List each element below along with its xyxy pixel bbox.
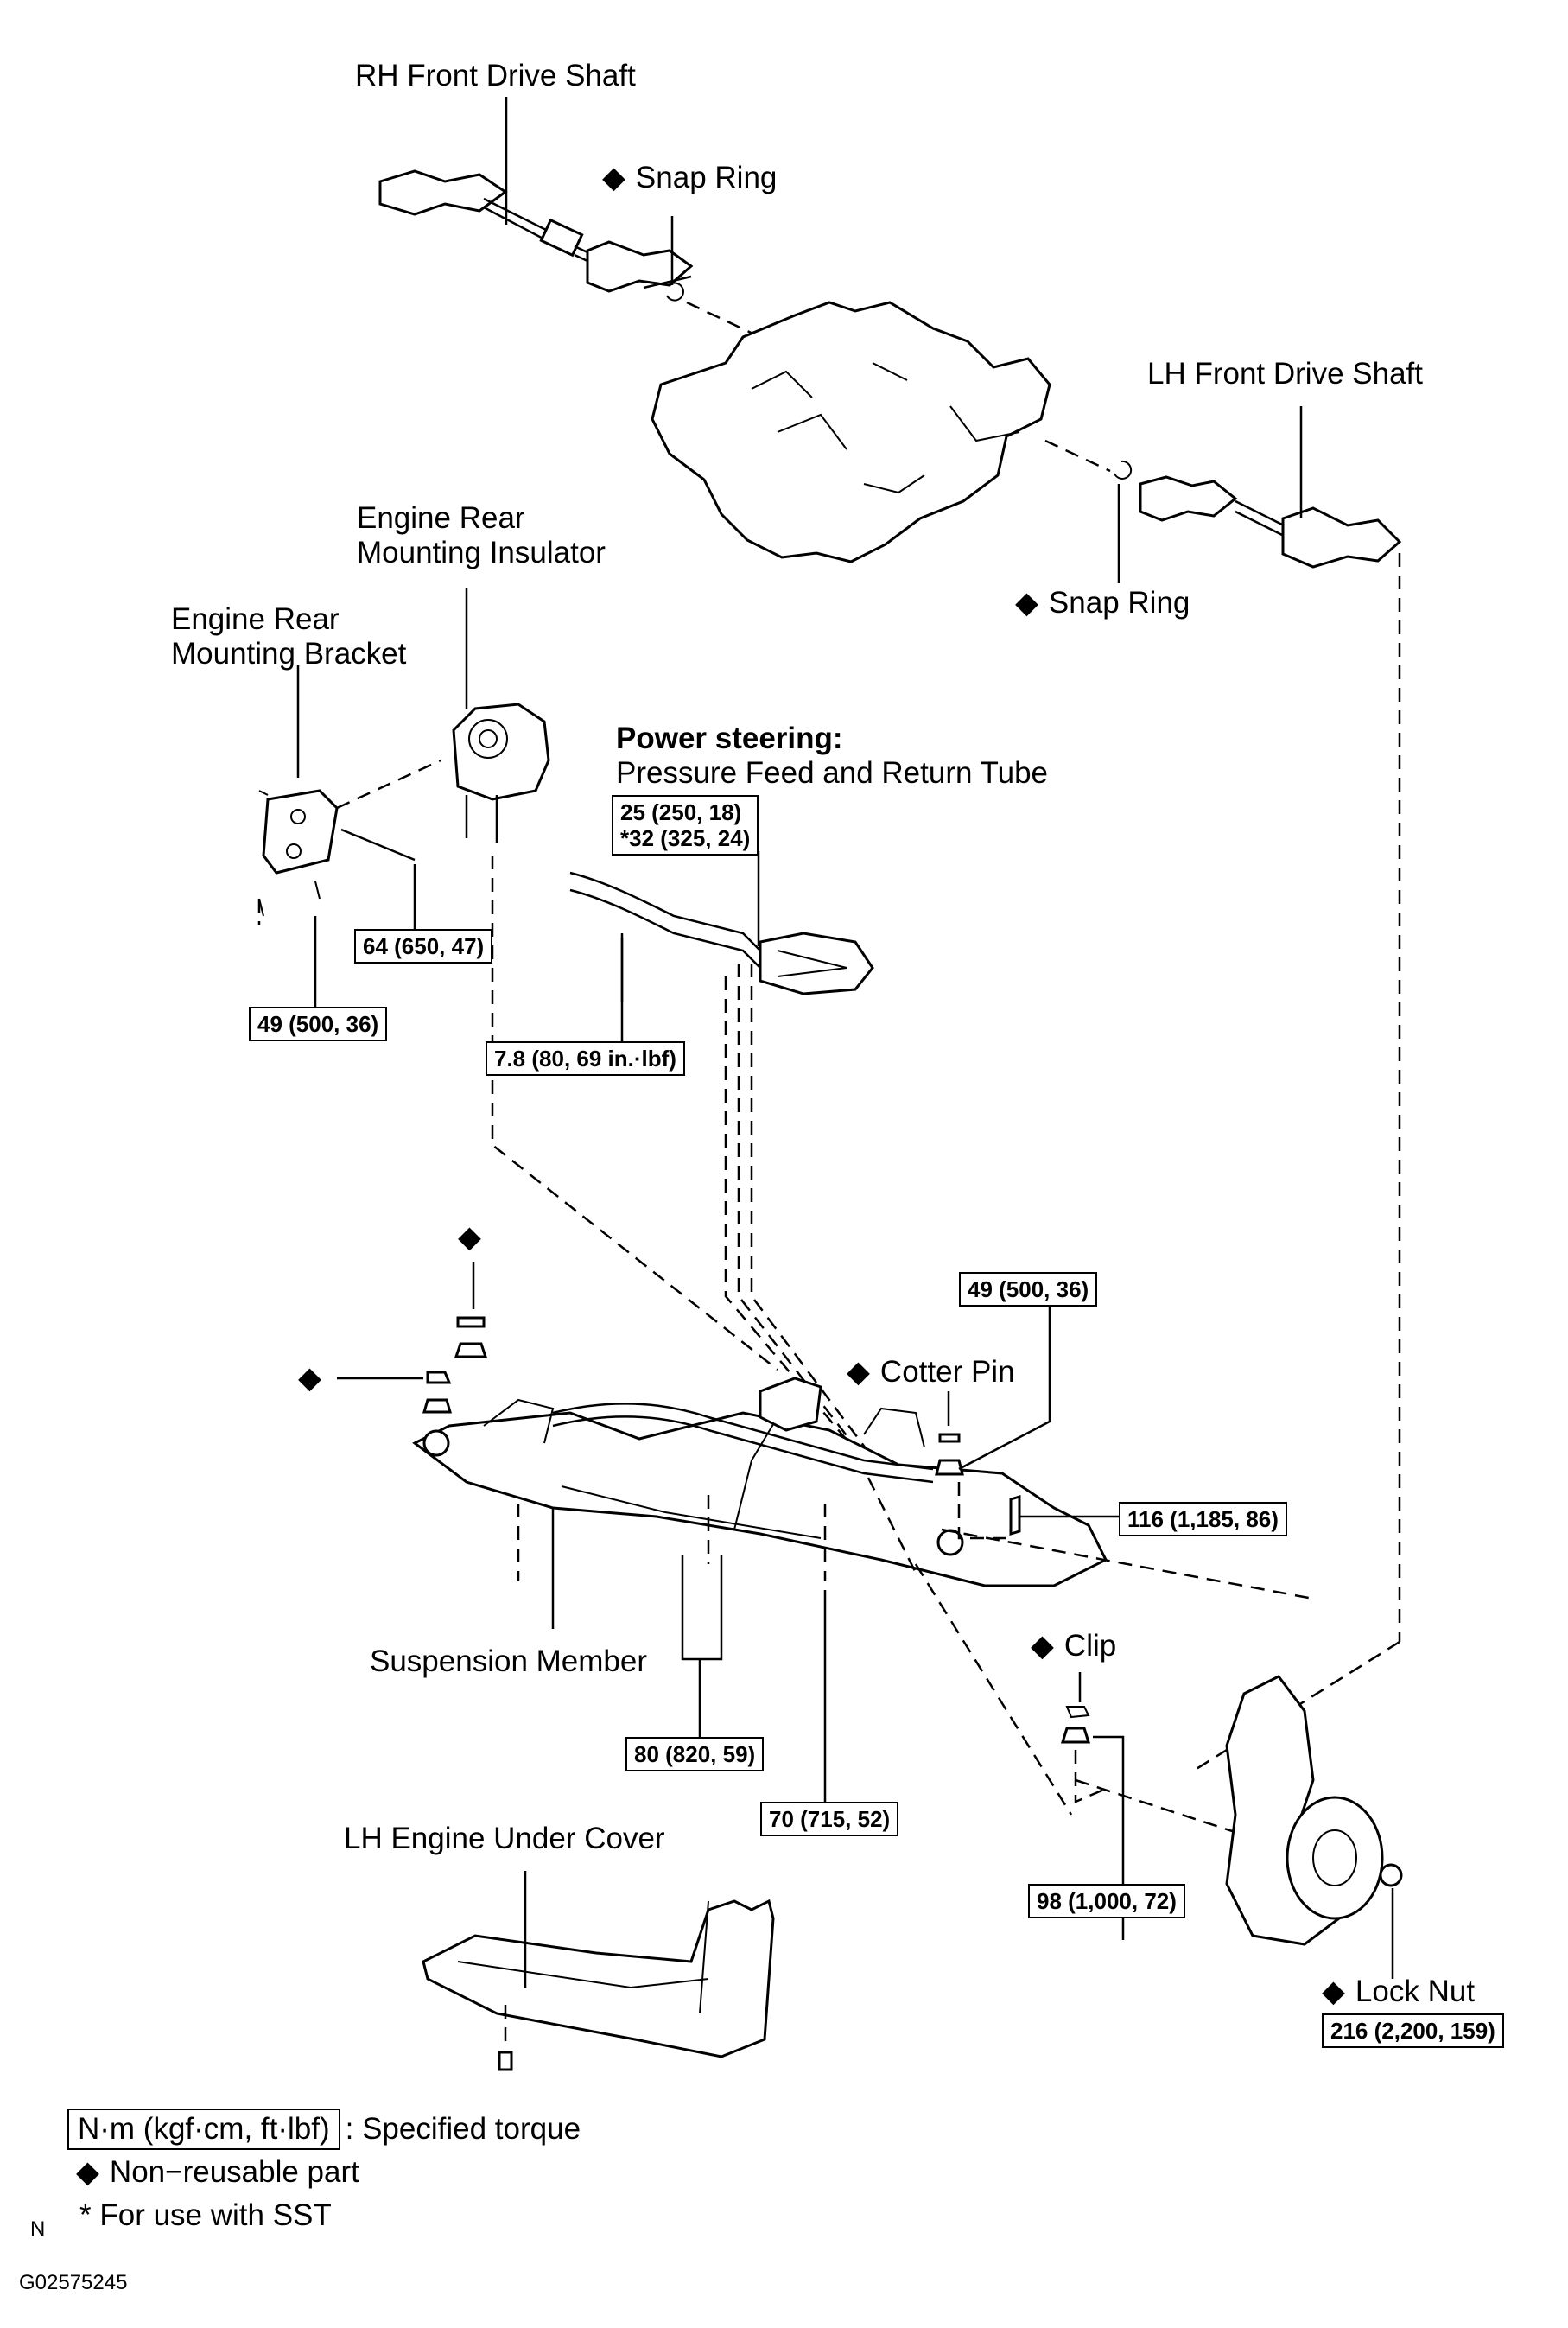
engine-rear-mounting-bracket-line1: Engine Rear	[171, 602, 340, 636]
lock-nut-text: Lock Nut	[1355, 1975, 1476, 2008]
power-steering-tubes	[569, 851, 882, 1470]
cotter-pin-label: ◆ Cotter Pin	[847, 1355, 1015, 1390]
engine-rear-mounting-insulator	[452, 588, 778, 1371]
power-steering-label: Power steering: Pressure Feed and Return…	[616, 722, 1048, 791]
legend-unit-box: N·m (kgf·cm, ft·lbf)	[67, 2109, 340, 2150]
cotter-pin-text: Cotter Pin	[879, 1355, 1015, 1389]
lh-front-drive-shaft	[1139, 406, 1402, 1773]
engine-rear-mounting-bracket-label: Engine Rear Mounting Bracket	[171, 602, 406, 671]
non-reusable-marker: ◆	[1015, 586, 1038, 620]
lh-engine-under-cover	[422, 1871, 775, 2071]
steering-knuckle-hub	[1225, 1675, 1403, 1979]
clip-label: ◆ Clip	[1031, 1629, 1116, 1663]
pressure-feed-tube-text: Pressure Feed and Return Tube	[616, 756, 1049, 790]
engine-rear-mounting-bracket	[257, 665, 441, 1007]
transaxle	[651, 301, 1111, 563]
snap-ring-top	[666, 216, 761, 339]
rh-front-drive-shaft-label: RH Front Drive Shaft	[355, 59, 636, 92]
legend-torque: N·m (kgf·cm, ft·lbf): Specified torque	[67, 2109, 581, 2150]
torque-pressure-tube: 25 (250, 18) *32 (325, 24)	[612, 795, 759, 856]
legend-unit-desc: : Specified torque	[345, 2112, 581, 2146]
legend-sst: * For use with SST	[79, 2198, 332, 2232]
torque-bracket-lower: 49 (500, 36)	[249, 1007, 388, 1041]
lh-engine-under-cover-label: LH Engine Under Cover	[344, 1822, 665, 1855]
clip-part	[1060, 1672, 1262, 1940]
torque-lower-arm: 98 (1,000, 72)	[1028, 1884, 1185, 1918]
footer-code: G02575245	[19, 2271, 128, 2294]
snap-ring-right	[1114, 460, 1133, 583]
non-reusable-marker: ◆	[847, 1355, 870, 1389]
torque-pressure-tube-line1: 25 (250, 18)	[620, 799, 742, 825]
torque-lock-nut: 216 (2,200, 159)	[1322, 2013, 1504, 2048]
non-reusable-marker: ◆	[1322, 1975, 1345, 2008]
snap-ring-top-label: ◆ Snap Ring	[602, 161, 777, 195]
engine-rear-mounting-bracket-line2: Mounting Bracket	[171, 637, 407, 671]
footer-n-mark: N	[30, 2217, 46, 2241]
non-reusable-marker-left: ◆	[298, 1361, 321, 1395]
snap-ring-right-label: ◆ Snap Ring	[1015, 586, 1190, 620]
torque-bracket-bolt: 64 (650, 47)	[354, 929, 493, 964]
torque-member-bolts: 80 (820, 59)	[625, 1737, 765, 1771]
engine-rear-mounting-insulator-line1: Engine Rear	[357, 501, 525, 535]
suspension-member-label: Suspension Member	[370, 1644, 647, 1678]
legend-non-reusable-text: Non−reusable part	[109, 2155, 359, 2189]
torque-pressure-tube-line2: *32 (325, 24)	[620, 825, 751, 851]
engine-rear-mounting-insulator-line2: Mounting Insulator	[357, 536, 606, 569]
snap-ring-right-text: Snap Ring	[1048, 586, 1190, 620]
rh-front-drive-shaft	[378, 97, 694, 293]
right-fasteners	[914, 1305, 1314, 1816]
suspension-member	[412, 1377, 1108, 1802]
lock-nut-label: ◆ Lock Nut	[1322, 1975, 1475, 2009]
power-steering-title: Power steering:	[616, 722, 843, 755]
torque-tie-rod-nut: 49 (500, 36)	[959, 1272, 1098, 1307]
lh-front-drive-shaft-label: LH Front Drive Shaft	[1147, 357, 1423, 391]
non-reusable-marker: ◆	[76, 2155, 99, 2189]
left-fasteners	[337, 1262, 488, 1414]
engine-rear-mounting-insulator-label: Engine Rear Mounting Insulator	[357, 501, 606, 570]
non-reusable-marker: ◆	[602, 161, 625, 194]
torque-tube-clamp: 7.8 (80, 69 in.·lbf)	[486, 1041, 685, 1076]
clip-text: Clip	[1063, 1629, 1117, 1663]
legend-non-reusable: ◆ Non−reusable part	[76, 2155, 359, 2190]
torque-member-rear-bolt: 70 (715, 52)	[760, 1802, 899, 1836]
torque-member-front-bolt: 116 (1,185, 86)	[1119, 1502, 1287, 1536]
non-reusable-marker-top-left: ◆	[458, 1220, 481, 1254]
non-reusable-marker: ◆	[1031, 1629, 1054, 1663]
snap-ring-top-text: Snap Ring	[635, 161, 778, 194]
